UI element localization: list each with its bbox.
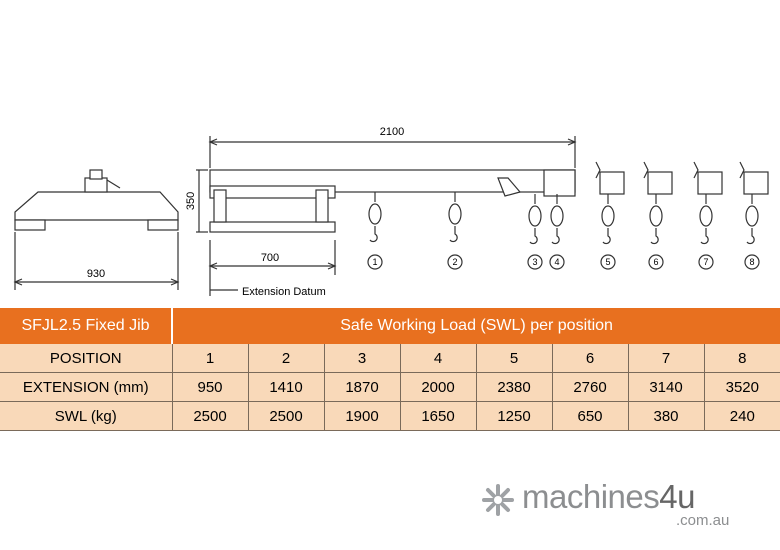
table-cell: 3 — [323, 344, 400, 373]
logo-name: machines — [522, 478, 660, 515]
table-cell: 2380 — [475, 372, 552, 402]
table-cell: 1 — [171, 344, 248, 373]
table-cell: 2760 — [551, 372, 628, 402]
table-row: EXTENSION (mm) 950 1410 1870 2000 2380 2… — [0, 372, 780, 402]
position-marker-label: 3 — [532, 257, 537, 267]
table-cell: 8 — [703, 344, 780, 373]
table-cell: 6 — [551, 344, 628, 373]
logo-wordmark: machines4u — [522, 478, 695, 516]
position-marker-label: 2 — [452, 257, 457, 267]
dim-base-width: 930 — [87, 268, 105, 280]
table-cell: 380 — [627, 401, 704, 431]
table-cell: 1870 — [323, 372, 400, 402]
base-side-view — [13, 169, 180, 290]
position-marker-label: 1 — [372, 257, 377, 267]
table-cell: 5 — [475, 344, 552, 373]
position-markers — [367, 254, 760, 270]
hooks-front-view — [368, 192, 564, 245]
table-cell: 4 — [399, 344, 476, 373]
table-cell: 2500 — [247, 401, 324, 431]
table-cell: 3520 — [703, 372, 780, 402]
row-label: POSITION — [0, 344, 172, 373]
row-label: EXTENSION (mm) — [0, 372, 172, 402]
logo-accent: 4u — [659, 478, 695, 515]
table-cell: 2000 — [399, 372, 476, 402]
position-marker-label: 4 — [554, 257, 559, 267]
table-cell: 240 — [703, 401, 780, 431]
table-row: SWL (kg) 2500 2500 1900 1650 1250 650 38… — [0, 401, 780, 431]
jib-technical-drawing: 2100 350 930 700 Extension Datum 1 2 3 4… — [13, 126, 769, 298]
table-cell: 2 — [247, 344, 324, 373]
position-marker-label: 6 — [653, 257, 658, 267]
table-title: Safe Working Load (SWL) per position — [172, 308, 780, 344]
table-row: POSITION 1 2 3 4 5 6 7 8 — [0, 344, 780, 373]
position-marker-label: 5 — [605, 257, 610, 267]
table-cell: 3140 — [627, 372, 704, 402]
starburst-icon — [482, 484, 514, 516]
machines4u-logo[interactable]: machines4u .com.au — [480, 478, 770, 538]
extension-datum-label: Extension Datum — [242, 286, 326, 298]
model-name: SFJL2.5 Fixed Jib — [0, 308, 173, 344]
logo-domain: .com.au — [676, 512, 730, 529]
table-header-row: SFJL2.5 Fixed Jib Safe Working Load (SWL… — [0, 308, 780, 344]
table-cell: 950 — [171, 372, 248, 402]
dim-overall-length: 2100 — [380, 126, 404, 138]
table-cell: 7 — [627, 344, 704, 373]
dim-height: 350 — [185, 192, 197, 210]
position-marker-label: 8 — [749, 257, 754, 267]
extended-tip-views — [595, 161, 769, 245]
table-cell: 1900 — [323, 401, 400, 431]
row-label: SWL (kg) — [0, 401, 172, 431]
table-cell: 2500 — [171, 401, 248, 431]
swl-table: SFJL2.5 Fixed Jib Safe Working Load (SWL… — [0, 308, 780, 431]
table-cell: 1250 — [475, 401, 552, 431]
dim-extension-offset: 700 — [261, 252, 279, 264]
table-cell: 1650 — [399, 401, 476, 431]
jib-front-view — [196, 136, 577, 296]
position-marker-label: 7 — [703, 257, 708, 267]
table-cell: 650 — [551, 401, 628, 431]
table-cell: 1410 — [247, 372, 324, 402]
